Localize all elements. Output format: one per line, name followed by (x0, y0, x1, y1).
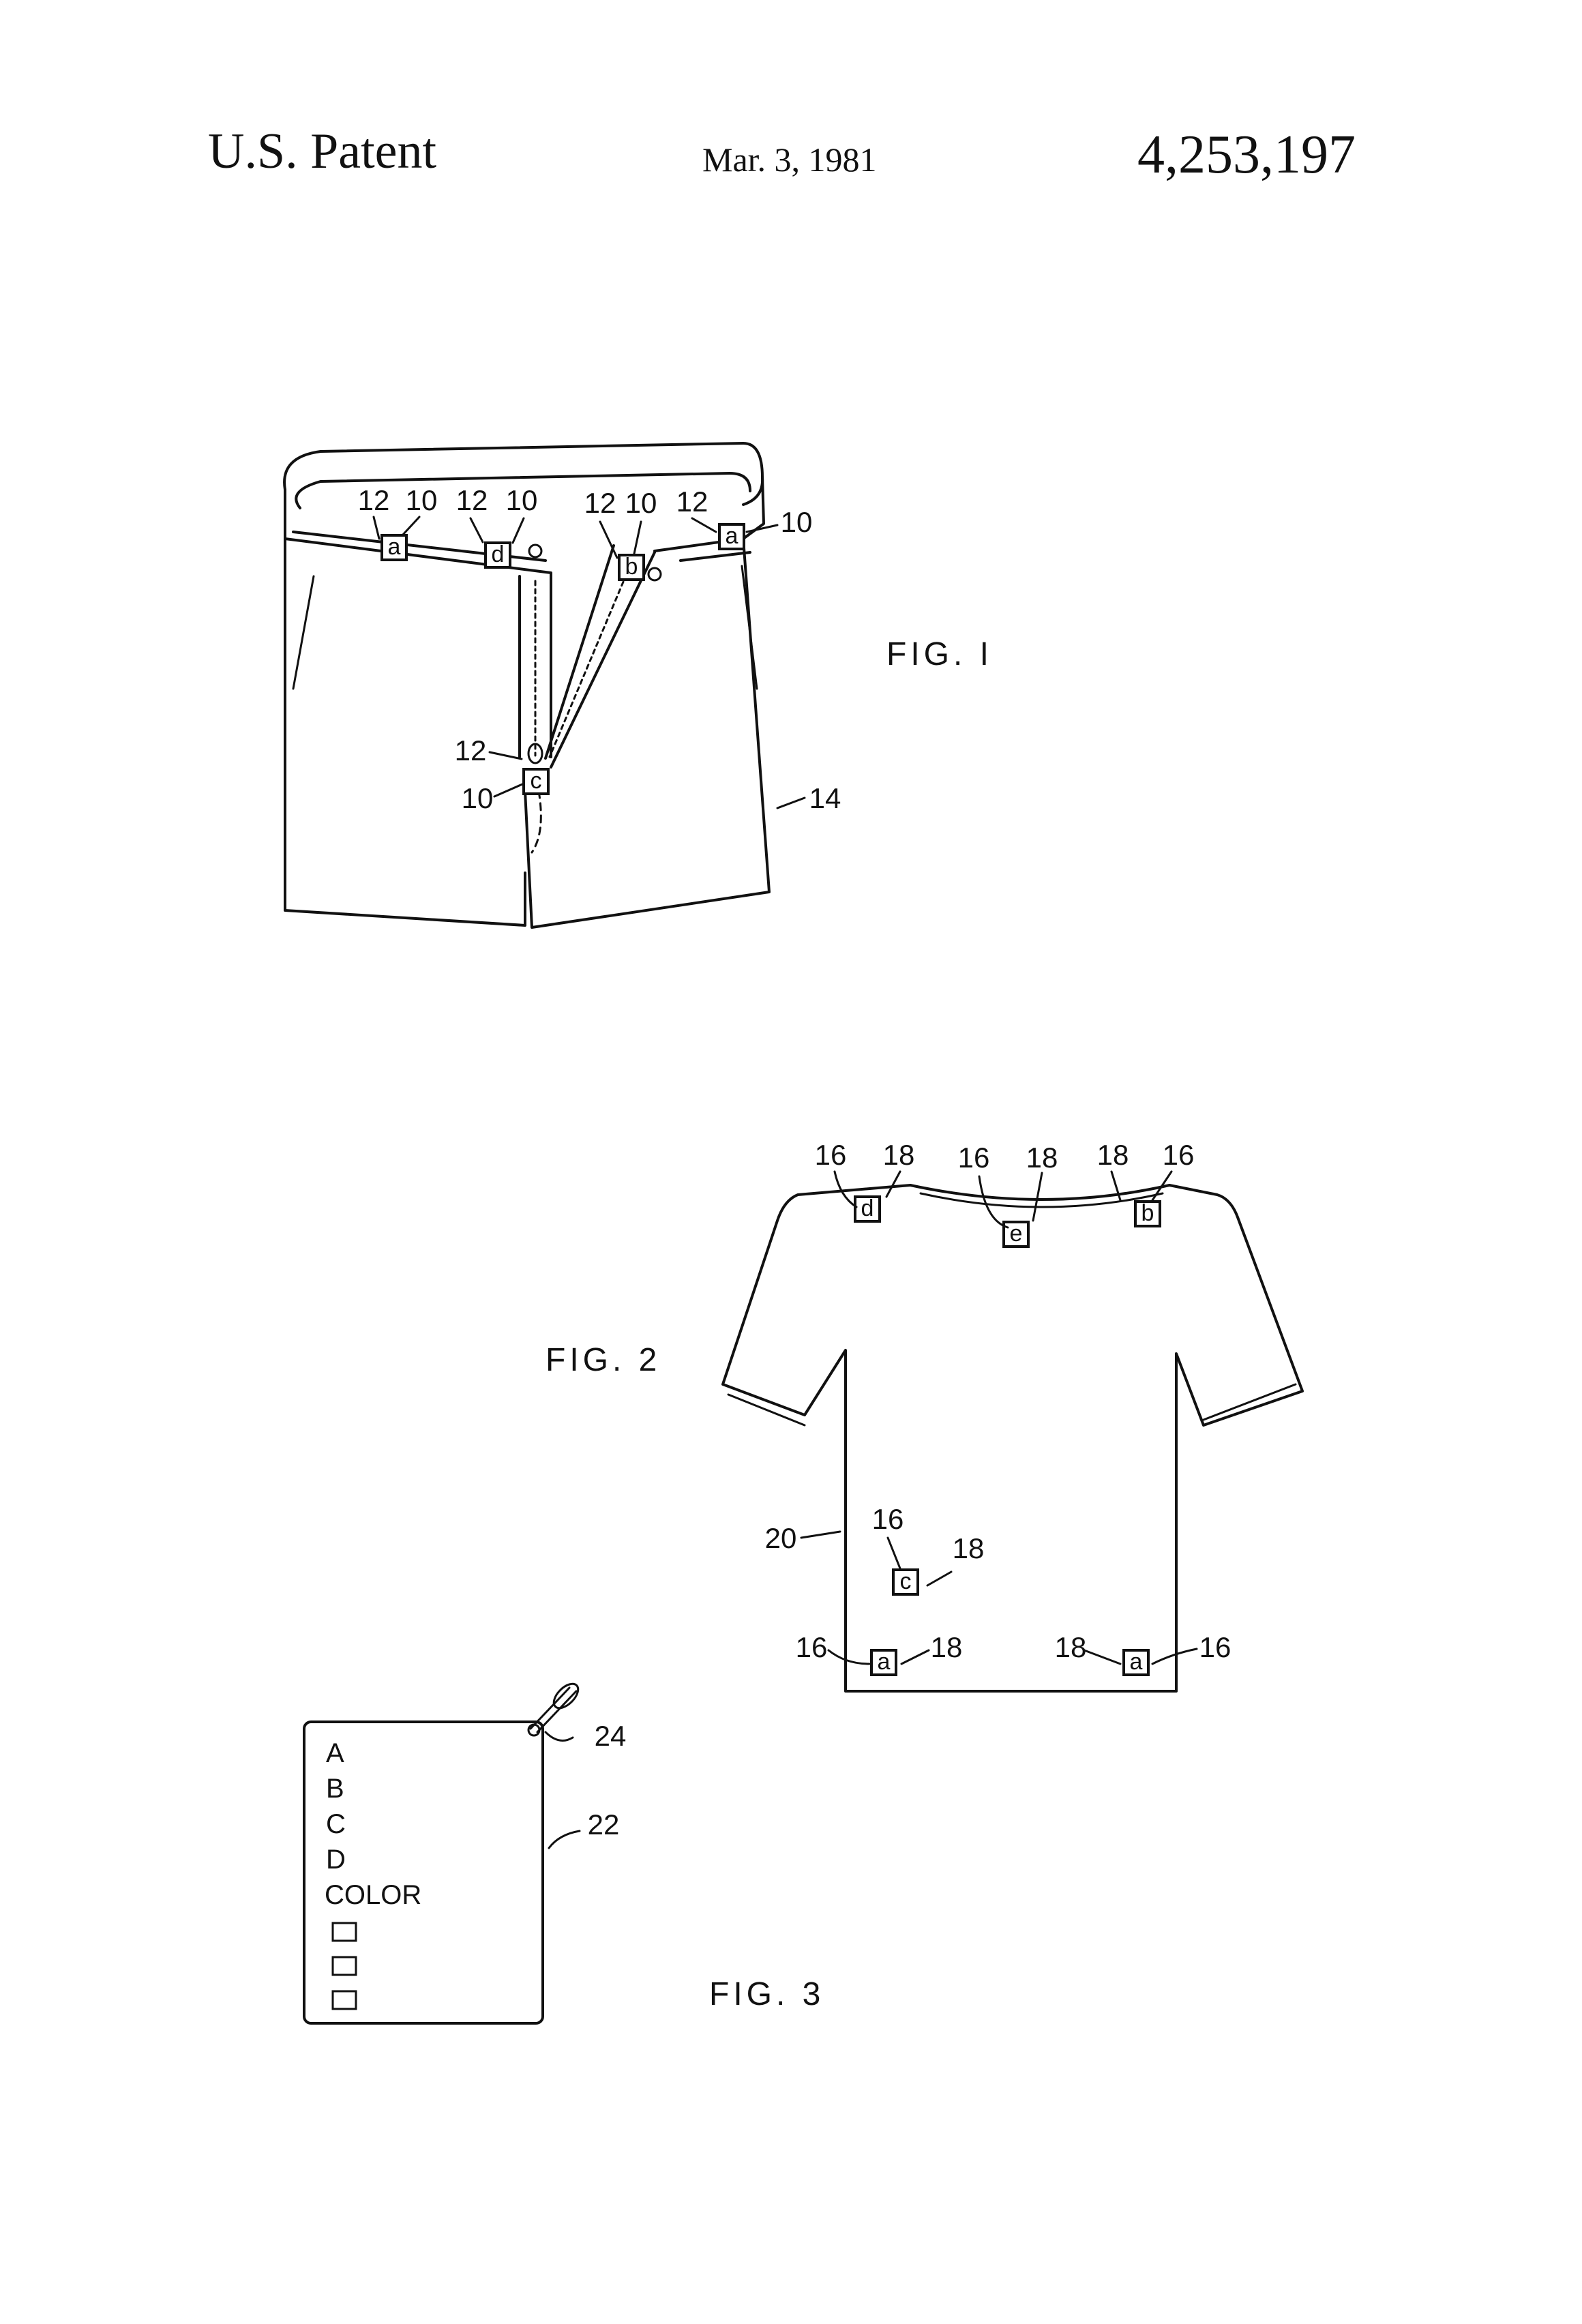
ref-numeral: 12 (456, 484, 488, 516)
ref-numeral: 12 (584, 487, 616, 519)
patent-date: Mar. 3, 1981 (702, 140, 877, 179)
ref-numeral: 16 (815, 1139, 847, 1171)
card-line: COLOR (325, 1880, 421, 1910)
ref-numeral: 14 (809, 782, 841, 814)
patent-number: 4,253,197 (1137, 125, 1356, 185)
ref-numeral: 16 (958, 1142, 990, 1174)
ref-numeral: 18 (1055, 1631, 1087, 1663)
tag-letter: b (625, 554, 638, 580)
patent-label: U.S. Patent (208, 123, 437, 179)
figure-1-caption: FIG. I (886, 636, 993, 672)
card-line: C (326, 1809, 346, 1839)
tag-box (484, 541, 511, 569)
ref-numeral: 18 (953, 1532, 985, 1564)
tag-letter: d (861, 1195, 874, 1221)
figure-3-label-card: A B C D COLOR 24 22 FIG. 3 (303, 1682, 824, 2025)
ref-numeral: 18 (883, 1139, 915, 1171)
ref-numeral: 12 (358, 484, 390, 516)
tag-letter: a (388, 534, 401, 560)
card-line: D (326, 1845, 346, 1875)
figure-1-trousers: a d b a c 12 10 12 10 12 (283, 442, 993, 929)
ref-numeral: 10 (781, 506, 813, 538)
ref-numeral: 24 (595, 1720, 627, 1752)
safety-pin-icon (527, 1682, 580, 1737)
tag-letter: d (492, 541, 505, 567)
tag-letter: b (1141, 1200, 1154, 1226)
tag-box (870, 1649, 897, 1676)
tag-box (718, 523, 745, 550)
ref-numeral: 10 (625, 487, 657, 519)
ref-numeral: 22 (588, 1808, 620, 1841)
tag-box (618, 554, 645, 581)
tag-letter: c (900, 1568, 912, 1594)
ref-numeral: 10 (462, 782, 494, 814)
tag-box (1002, 1221, 1030, 1248)
ref-numeral: 16 (1163, 1139, 1195, 1171)
ref-numeral: 18 (931, 1631, 963, 1663)
ref-numeral: 10 (506, 484, 538, 516)
card-line: A (326, 1738, 344, 1768)
tag-box (892, 1568, 919, 1596)
ref-numeral: 20 (765, 1522, 797, 1554)
card-outline (303, 1720, 544, 2025)
ref-numeral: 12 (455, 734, 487, 766)
tag-letter: a (878, 1649, 891, 1675)
figure-2-shirt: d e b c a a 16 1 (546, 1139, 1304, 1693)
figure-3-caption: FIG. 3 (709, 1976, 824, 2012)
ref-numeral: 16 (1199, 1631, 1232, 1663)
checkbox-square (331, 1956, 357, 1976)
ref-numeral: 18 (1097, 1139, 1129, 1171)
tag-box (1134, 1200, 1161, 1227)
ref-numeral: 12 (676, 486, 708, 518)
tag-box (854, 1195, 881, 1223)
ref-numeral: 10 (406, 484, 438, 516)
figure-2-caption: FIG. 2 (546, 1342, 661, 1378)
tag-box (1122, 1649, 1150, 1676)
ref-numeral: 16 (796, 1631, 828, 1663)
tag-letter: a (726, 523, 738, 549)
card-line: B (326, 1774, 344, 1804)
ref-numeral: 18 (1026, 1142, 1058, 1174)
tag-letter: c (531, 768, 542, 794)
tag-box (522, 768, 550, 795)
checkbox-square (331, 1990, 357, 2010)
tag-letter: e (1010, 1221, 1023, 1247)
tag-box (380, 534, 408, 561)
checkbox-square (331, 1922, 357, 1942)
tag-letter: a (1130, 1649, 1143, 1675)
ref-numeral: 16 (872, 1503, 904, 1535)
